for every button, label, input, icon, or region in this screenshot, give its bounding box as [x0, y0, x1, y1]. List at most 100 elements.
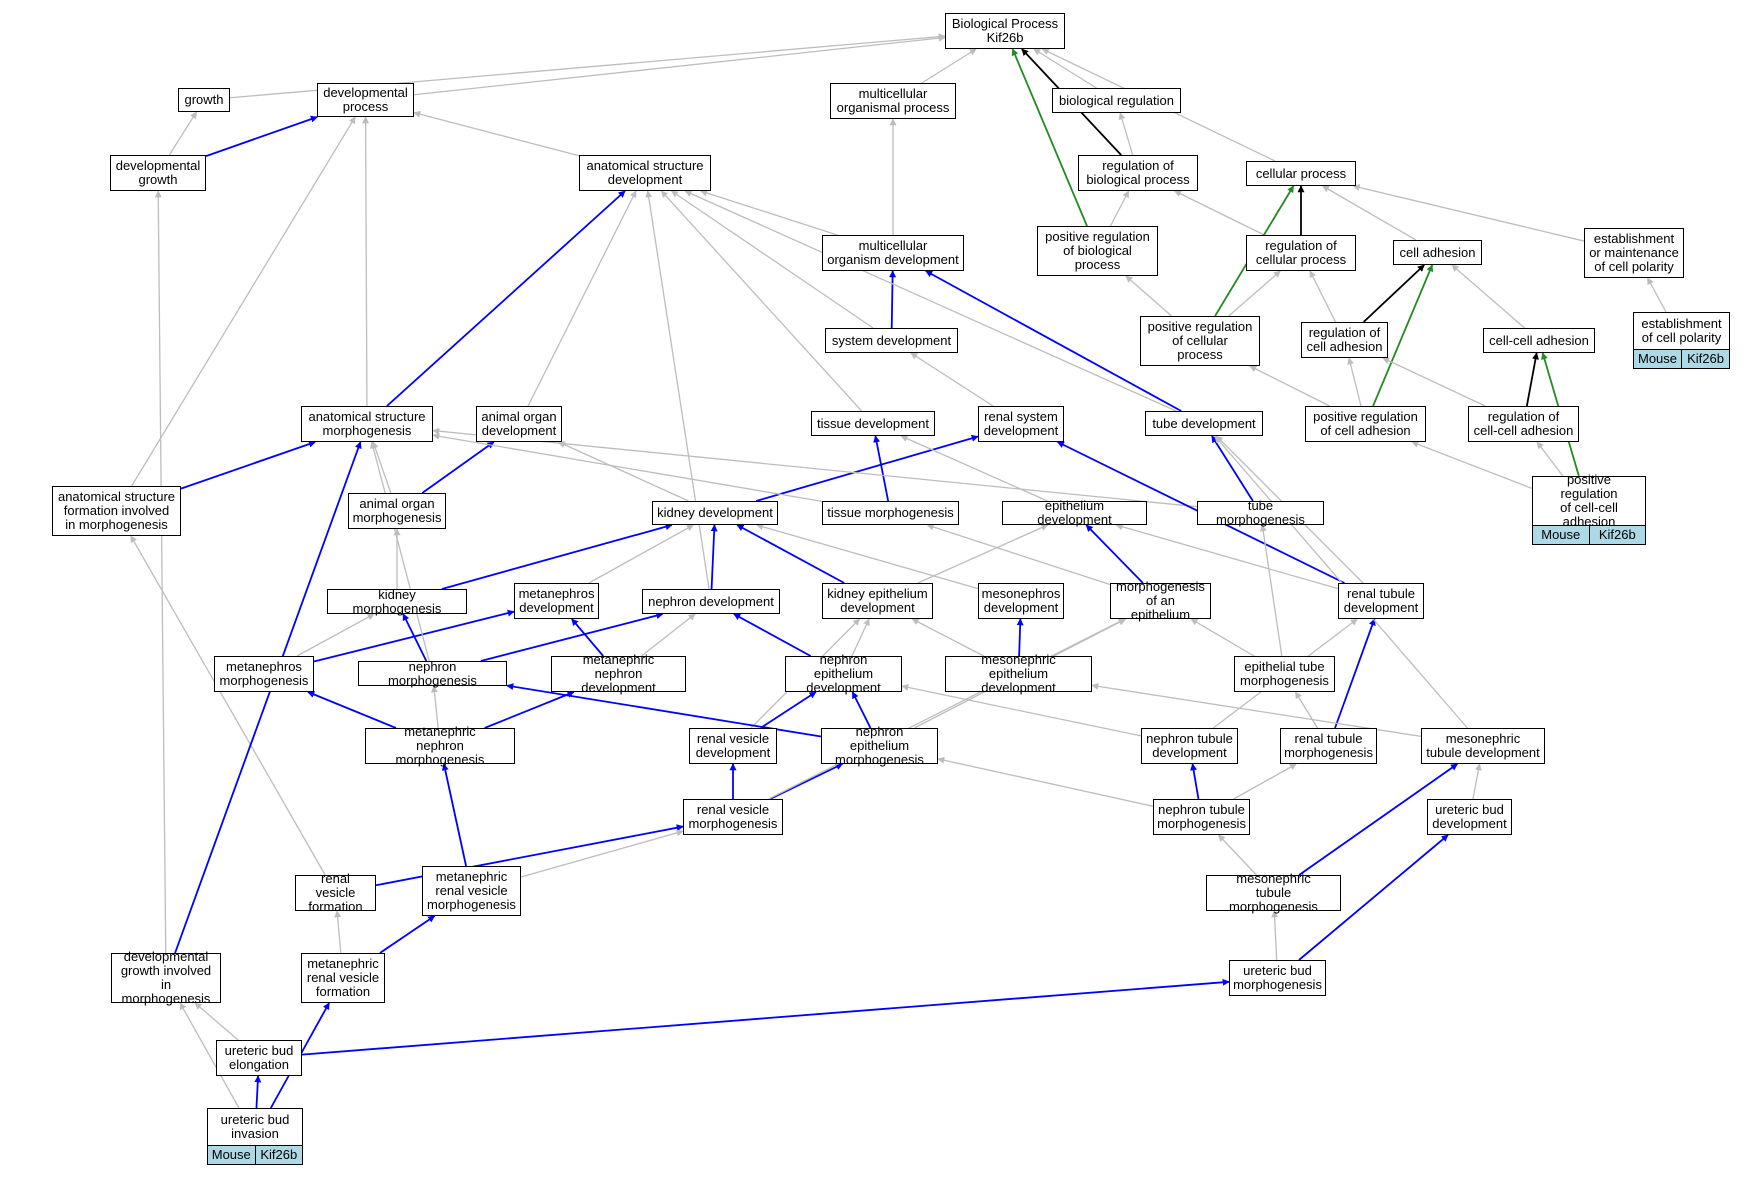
edge-part-of: [889, 270, 897, 329]
edge-is-a: [520, 829, 684, 878]
node-tube-morphogenesis[interactable]: tube morphogenesis: [1197, 499, 1324, 527]
node-nephron-epithelium-development[interactable]: nephron epithelium development: [785, 653, 902, 695]
edge-part-of: [402, 613, 428, 662]
node-metanephros-development[interactable]: metanephros development: [514, 583, 599, 619]
node-nephron-tubule-development[interactable]: nephron tubule development: [1141, 728, 1238, 764]
node-growth[interactable]: growth: [178, 88, 230, 112]
node-kidney-morphogenesis[interactable]: kidney morphogenesis: [327, 587, 467, 615]
node-regulation-of-biological-process[interactable]: regulation of biological process: [1078, 155, 1198, 191]
edge-is-a: [1352, 184, 1585, 242]
edge-part-of: [710, 524, 718, 590]
node-mesonephric-tubule-morphogenesis[interactable]: mesonephric tubule morphogenesis: [1206, 872, 1341, 914]
edge-part-of: [756, 434, 979, 502]
edge-is-a: [1294, 691, 1319, 729]
node-epithelial-tube-morphogenesis[interactable]: epithelial tube morphogenesis: [1234, 656, 1335, 692]
node-ureteric-bud-development[interactable]: ureteric bud development: [1427, 799, 1512, 835]
node-metanephric-nephron-morphogenesis[interactable]: metanephric nephron morphogenesis: [365, 725, 515, 767]
node-biological-regulation[interactable]: biological regulation: [1052, 88, 1181, 113]
node-tissue-development[interactable]: tissue development: [811, 411, 935, 436]
node-developmental-growth[interactable]: developmental growth: [110, 155, 206, 191]
node-metanephric-nephron-development[interactable]: metanephric nephron development: [551, 653, 686, 695]
node-mesonephric-tubule-development[interactable]: mesonephric tubule development: [1421, 728, 1545, 764]
node-ureteric-bud-elongation[interactable]: ureteric bud elongation: [216, 1040, 302, 1076]
edge-is-a: [1190, 618, 1255, 657]
node-tissue-morphogenesis[interactable]: tissue morphogenesis: [822, 501, 959, 525]
edge-is-a: [131, 116, 356, 487]
node-regulation-of-cellular-process[interactable]: regulation of cellular process: [1246, 235, 1356, 271]
edge-part-of: [441, 523, 673, 590]
node-multicellular-organism-development[interactable]: multicellular organism development: [822, 235, 964, 271]
edge-is-a: [1647, 277, 1667, 313]
node-anatomical-structure-morphogenesis[interactable]: anatomical structure morphogenesis: [301, 406, 433, 442]
organism-cell: Mouse: [1541, 527, 1581, 542]
node-renal-vesicle-formation[interactable]: renal vesicle formation: [295, 872, 376, 914]
node-developmental-process[interactable]: developmental process: [317, 83, 414, 117]
node-metanephric-renal-vesicle-morphogenesis[interactable]: metanephric renal vesicle morphogenesis: [422, 866, 521, 916]
node-metanephros-morphogenesis[interactable]: metanephros morphogenesis: [214, 656, 314, 692]
edge-is-a: [684, 190, 1177, 412]
edge-is-a: [168, 111, 197, 156]
node-mesonephric-epithelium-development[interactable]: mesonephric epithelium development: [945, 653, 1092, 695]
node-regulation-of-cell-adhesion[interactable]: regulation of cell adhesion: [1301, 322, 1388, 358]
edge-part-of: [484, 691, 575, 729]
node-cell-adhesion[interactable]: cell adhesion: [1393, 240, 1482, 265]
edge-is-a: [921, 48, 977, 84]
node-renal-vesicle-development[interactable]: renal vesicle development: [689, 728, 777, 764]
node-anatomical-structure-development[interactable]: anatomical structure development: [579, 155, 711, 191]
node-renal-tubule-development[interactable]: renal tubule development: [1338, 583, 1424, 619]
node-metanephric-renal-vesicle-formation[interactable]: metanephric renal vesicle formation: [301, 953, 385, 1003]
node-positive-regulation-of-cell-cell-adhesion[interactable]: positive regulation of cell-cell adhesio…: [1532, 473, 1646, 545]
edge-positively-regulates: [1011, 48, 1088, 227]
node-kidney-epithelium-development[interactable]: kidney epithelium development: [822, 583, 933, 619]
edge-part-of: [180, 440, 316, 490]
edge-is-a: [768, 618, 1126, 800]
node-nephron-development[interactable]: nephron development: [642, 589, 780, 614]
edge-is-a: [1382, 357, 1486, 407]
node-animal-organ-morphogenesis[interactable]: animal organ morphogenesis: [348, 493, 446, 529]
node-nephron-morphogenesis[interactable]: nephron morphogenesis: [358, 659, 507, 687]
node-renal-vesicle-morphogenesis[interactable]: renal vesicle morphogenesis: [683, 799, 783, 835]
node-animal-organ-development[interactable]: animal organ development: [476, 406, 562, 442]
edge-part-of: [441, 763, 467, 867]
node-tube-development[interactable]: tube development: [1145, 411, 1263, 436]
node-regulation-of-cell-cell-adhesion[interactable]: regulation of cell-cell adhesion: [1468, 406, 1579, 442]
node-nephron-epithelium-morphogenesis[interactable]: nephron epithelium morphogenesis: [821, 725, 938, 767]
node-biological-process[interactable]: Biological Process Kif26b: [945, 13, 1065, 49]
edge-part-of: [307, 691, 397, 729]
node-cell-cell-adhesion[interactable]: cell-cell adhesion: [1483, 328, 1595, 353]
edge-part-of: [1334, 618, 1376, 729]
node-positive-regulation-of-cell-adhesion[interactable]: positive regulation of cell adhesion: [1305, 406, 1426, 442]
node-ureteric-bud-morphogenesis[interactable]: ureteric bud morphogenesis: [1229, 960, 1326, 996]
node-nephron-tubule-morphogenesis[interactable]: nephron tubule morphogenesis: [1153, 799, 1250, 835]
node-label: establishment of cell polarity: [1641, 316, 1722, 345]
edge-is-a: [700, 189, 838, 236]
node-positive-regulation-of-cellular-process[interactable]: positive regulation of cellular process: [1140, 316, 1260, 366]
node-system-development[interactable]: system development: [825, 328, 958, 353]
edge-is-a: [430, 685, 439, 729]
node-multicellular-organismal-process[interactable]: multicellular organismal process: [830, 83, 956, 119]
edge-is-a: [926, 523, 1111, 586]
edge-part-of: [1298, 834, 1449, 961]
node-establishment-or-maintenance-of-cell-polarity[interactable]: establishment or maintenance of cell pol…: [1584, 228, 1684, 278]
node-kidney-development[interactable]: kidney development: [652, 501, 778, 525]
edge-is-a: [1218, 834, 1257, 876]
node-renal-system-development[interactable]: renal system development: [978, 406, 1064, 442]
edge-is-a: [154, 190, 167, 954]
node-cellular-process[interactable]: cellular process: [1246, 161, 1356, 186]
node-renal-tubule-morphogenesis[interactable]: renal tubule morphogenesis: [1280, 728, 1377, 764]
edge-is-a: [756, 523, 979, 590]
edge-is-a: [1271, 910, 1279, 961]
node-developmental-growth-involved-in-morphogenesis[interactable]: developmental growth involved in morphog…: [111, 950, 221, 1006]
node-morphogenesis-of-an-epithelium[interactable]: morphogenesis of an epithelium: [1110, 580, 1211, 622]
node-mesonephros-development[interactable]: mesonephros development: [978, 583, 1064, 619]
node-anatomical-structure-formation-involved-in-morphogenesis[interactable]: anatomical structure formation involved …: [52, 486, 181, 536]
node-positive-regulation-of-biological-process[interactable]: positive regulation of biological proces…: [1037, 226, 1158, 276]
edge-is-a: [1214, 435, 1468, 729]
edge-is-a: [641, 613, 696, 657]
node-epithelium-development[interactable]: epithelium development: [1002, 499, 1147, 527]
edge-is-a: [296, 613, 375, 657]
